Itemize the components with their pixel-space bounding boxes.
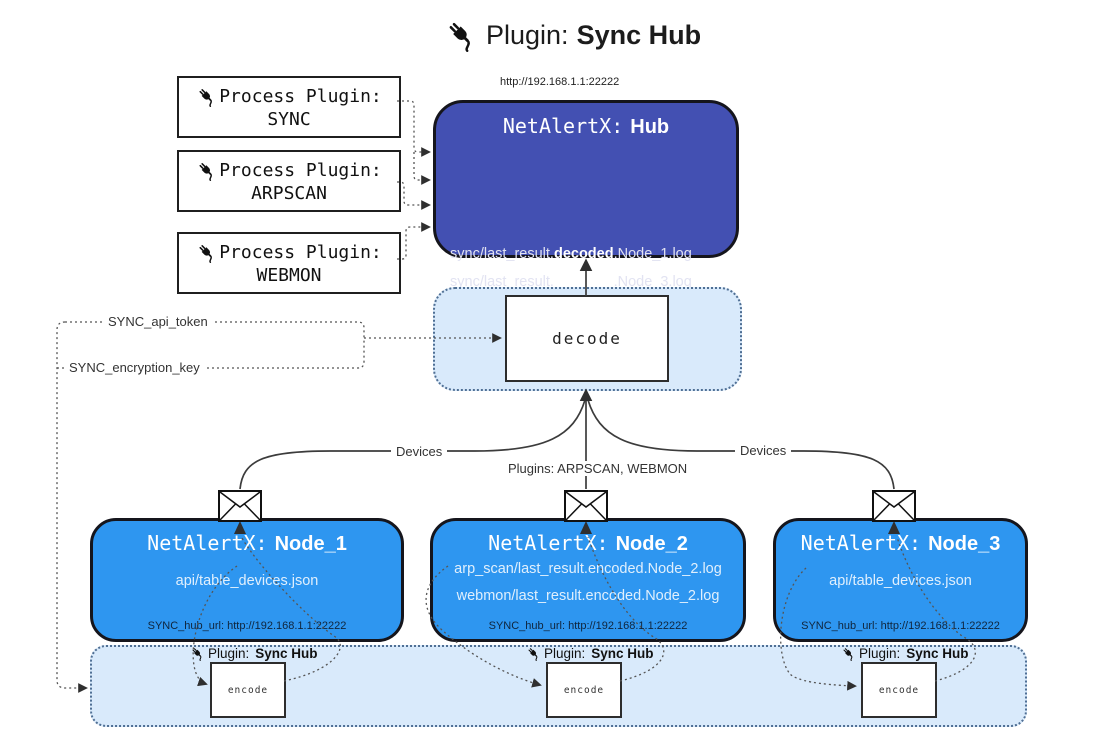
devices-edge-label-right: Devices [735, 443, 792, 458]
process-plugin-box-sync: Process Plugin: SYNC [177, 76, 401, 138]
node-file-line: arp_scan/last_result.encoded.Node_2.log [454, 561, 722, 577]
hub-log-line: sync/last_result.decoded.Node_3.log [450, 274, 692, 290]
node-hub-url: SYNC_hub_url: http://192.168.1.1:22222 [147, 620, 347, 632]
plugins-edge-label: Plugins: ARPSCAN, WEBMON [503, 461, 693, 476]
envelope-icon [564, 490, 608, 522]
process-plugin-label: Process Plugin: [219, 85, 382, 107]
node-title-name: Node_3 [928, 533, 1001, 555]
node-title-label: NetAlertX: [488, 531, 609, 555]
page-title-label: Plugin: [486, 19, 569, 50]
hub-title-label: NetAlertX: [502, 114, 624, 138]
hub-log-line: sync/last_result.decoded.Node_1.log [450, 246, 692, 262]
envelope-icon [872, 490, 916, 522]
band-plugin-label: Plugin: Sync Hub [190, 646, 318, 661]
node-box-node2: NetAlertX: Node_2 arp_scan/last_result.en… [430, 518, 746, 642]
band-plugin-label: Plugin: Sync Hub [841, 646, 969, 661]
plugin-to-hub-links [397, 100, 431, 260]
encode-box: encode [546, 662, 622, 718]
process-plugin-box-arpscan: Process Plugin: ARPSCAN [177, 150, 401, 212]
encode-box: encode [861, 662, 937, 718]
node-file-line: api/table_devices.json [829, 573, 972, 589]
node-hub-url: SYNC_hub_url: http://192.168.1.1:22222 [488, 620, 688, 632]
process-plugin-name: SYNC [267, 108, 311, 130]
plug-icon [444, 18, 478, 52]
process-plugin-name: WEBMON [256, 264, 322, 286]
sync-api-token-label: SYNC_api_token [103, 314, 213, 329]
decode-box: decode [505, 295, 669, 382]
hub-title-name: Hub [630, 116, 670, 138]
node-box-node1: NetAlertX:Node_1 api/table_devices.json … [90, 518, 404, 642]
envelope-icon [218, 490, 262, 522]
page-title-name: Sync Hub [576, 19, 702, 50]
process-plugin-name: ARPSCAN [251, 182, 327, 204]
node-file-line: webmon/last_result.encoded.Node_2.log [456, 588, 720, 604]
plug-icon [190, 646, 205, 661]
hub-box: NetAlertX: Hub sync/last_result.decoded.N… [433, 100, 739, 337]
process-plugin-label: Process Plugin: [219, 159, 382, 181]
node-hub-url: SYNC_hub_url: http://192.168.1.1:22222 [801, 620, 1000, 632]
plug-icon [841, 646, 856, 661]
encode-box: encode [210, 662, 286, 718]
devices-edge-label-left: Devices [391, 444, 448, 459]
page-title: Plugin: Sync Hub [444, 18, 701, 52]
sync-encryption-key-label: SYNC_encryption_key [64, 360, 205, 375]
node-title-name: Node_1 [274, 533, 347, 555]
node-title-label: NetAlertX: [800, 531, 922, 555]
plug-icon [196, 242, 217, 263]
node-file-line: api/table_devices.json [175, 573, 319, 589]
node-box-node3: NetAlertX:Node_3 api/table_devices.json … [773, 518, 1028, 642]
node-title-name: Node_2 [615, 533, 688, 555]
process-plugin-label: Process Plugin: [219, 241, 382, 263]
plug-icon [196, 160, 217, 181]
hub-url: http://192.168.1.1:22222 [500, 76, 620, 88]
band-plugin-label: Plugin: Sync Hub [526, 646, 654, 661]
plug-icon [526, 646, 541, 661]
process-plugin-box-webmon: Process Plugin: WEBMON [177, 232, 401, 294]
node-title-label: NetAlertX: [147, 531, 268, 555]
plug-icon [196, 86, 217, 107]
